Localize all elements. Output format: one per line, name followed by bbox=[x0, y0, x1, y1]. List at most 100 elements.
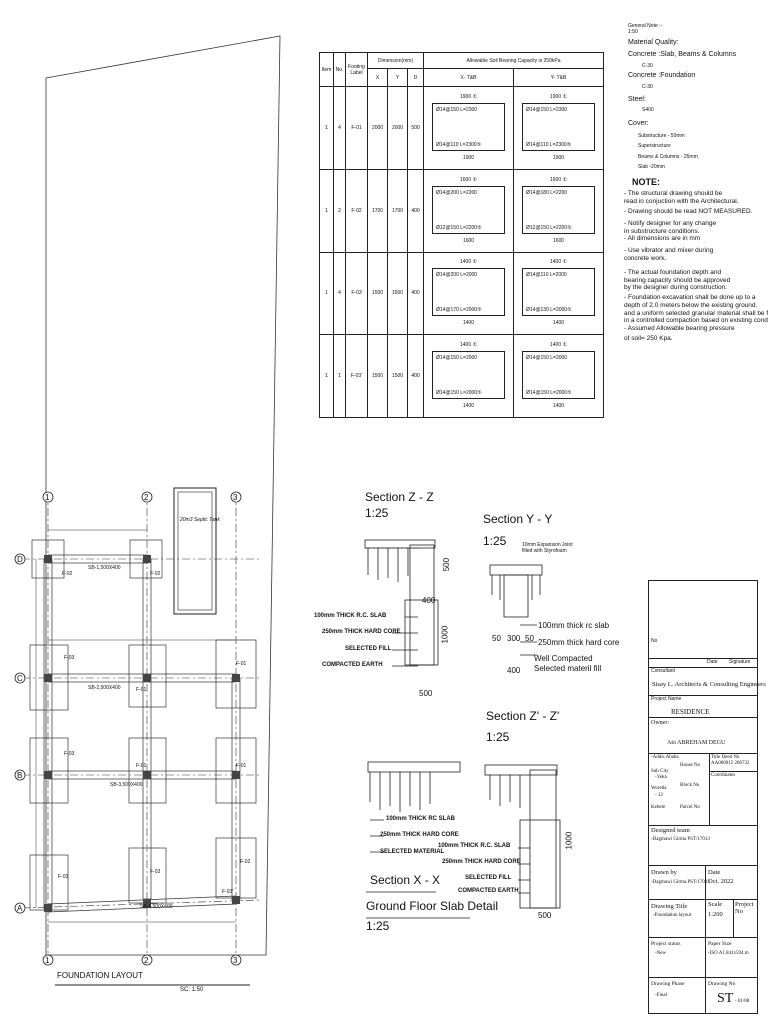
grid-col-label: 1 bbox=[45, 493, 50, 502]
bar-top-label: 1900 ① bbox=[460, 93, 477, 100]
cell-y: 2000 bbox=[387, 86, 408, 170]
note-line: - Notify designer for any change bbox=[624, 219, 717, 227]
section-zpz-title: Section Z' - Z' bbox=[486, 709, 560, 723]
scale-label: Scale bbox=[708, 901, 723, 908]
note-line: in a controlled compaction based on exis… bbox=[624, 317, 768, 325]
drawing-title-value: -Foundation layout bbox=[653, 913, 692, 918]
header-x-tb: X- T&B bbox=[423, 68, 514, 87]
cell-y: 1700 bbox=[387, 168, 408, 253]
designed-by-label: Designed team bbox=[651, 827, 690, 834]
cell-item: 1 bbox=[319, 168, 334, 253]
header-footing-label: Footing Label bbox=[345, 52, 368, 87]
layer-label: COMPACTED EARTH bbox=[322, 662, 383, 668]
title-deed-value: AA000015 206732 bbox=[711, 761, 750, 766]
table-row: 1 2 F-02 1700 1700 400 1600 ① Ø14@200 L=… bbox=[319, 168, 605, 253]
section-yy-scale: 1:25 bbox=[483, 534, 507, 548]
note-line: - Foundation excavation shall be done up… bbox=[624, 294, 756, 302]
dimension-label: 300 bbox=[507, 634, 521, 643]
bar-label-1: Ø14@150 L=2000 bbox=[436, 355, 478, 362]
drawing-phase-value: -Final bbox=[655, 993, 667, 998]
table-row: 1 1 F-03' 1500 1500 400 1400 ① Ø14@150 L… bbox=[319, 334, 605, 418]
section-zz-scale: 1:25 bbox=[365, 506, 389, 520]
cell-label: F-01 bbox=[345, 86, 368, 170]
bar-bottom-label: 1400 bbox=[552, 320, 565, 327]
bar-top-label: 1400 ① bbox=[460, 342, 477, 349]
cell-x: 1700 bbox=[367, 168, 388, 253]
drawing-title-label: Drawing Title bbox=[651, 903, 688, 910]
footing-label: F-02 bbox=[240, 859, 251, 865]
cover-superstructure: Superstructure bbox=[638, 142, 671, 149]
plan-scale: SC: 1:50 bbox=[180, 987, 204, 993]
cell-x-detail: 1400 ① Ø14@200 L=2000 Ø14@170 L=2000⑤ 14… bbox=[423, 251, 514, 336]
general-notes: General Note :- 1:50 Material Quality: C… bbox=[624, 23, 768, 343]
note-line: - Drawing should be read NOT MEASURED. bbox=[624, 207, 753, 215]
layer-label: Selected materil fill bbox=[534, 664, 602, 673]
general-note-scale: 1:50 bbox=[628, 28, 638, 35]
grid-row-label: D bbox=[17, 555, 23, 564]
cell-no: 1 bbox=[333, 334, 346, 418]
layer-label: 250mm THICK HARD CORE bbox=[322, 629, 401, 635]
cell-x: 2000 bbox=[367, 86, 388, 170]
grid-col-label: 2 bbox=[144, 956, 149, 965]
cell-d: 400 bbox=[407, 168, 424, 253]
footing-label: F-01 bbox=[236, 763, 247, 769]
dimension-label: 50 bbox=[492, 634, 501, 643]
bar-bottom-label: 1400 bbox=[462, 320, 475, 327]
note-line: depth of 2.0 meters below the existing g… bbox=[624, 301, 758, 309]
note-line: and a uniform selected granular material… bbox=[624, 309, 768, 317]
footing-label: F-03 bbox=[58, 874, 69, 880]
drawing-phase-label: Drawing Phase bbox=[651, 981, 685, 987]
cell-no: 4 bbox=[333, 86, 346, 170]
bar-label-1: Ø14@200 L=2000 bbox=[436, 272, 478, 279]
layer-label: 100mm THICK RC SLAB bbox=[386, 816, 456, 822]
table-row: 1 4 F-03 1500 1500 400 1400 ① Ø14@200 L=… bbox=[319, 251, 605, 336]
drawn-by-label: Drawn by bbox=[651, 869, 677, 876]
bar-label-2: Ø14@110 L=2300⑤ bbox=[526, 141, 572, 148]
cell-label: F-03' bbox=[345, 334, 368, 418]
note-line: - The structural drawing should be bbox=[624, 190, 723, 198]
scale-value: 1:200 bbox=[708, 911, 723, 918]
cell-d: 400 bbox=[407, 334, 424, 418]
septic-tank-label: 20m3 Septic Tank bbox=[180, 517, 220, 523]
cell-x-detail: 1900 ① Ø14@150 L=2300 Ø14@110 L=2300⑤ 19… bbox=[423, 86, 514, 170]
bar-top-label: 1600 ① bbox=[550, 176, 567, 183]
layer-label: SELECTED MATERIAL bbox=[380, 849, 445, 855]
cell-x-detail: 1600 ① Ø14@200 L=2200 Ø12@150 L=2200⑤ 16… bbox=[423, 168, 514, 253]
header-y-tb: Y- T&B bbox=[512, 68, 605, 87]
material-quality: Material Quality: bbox=[628, 38, 679, 46]
title-deed-label: Title Deed No bbox=[711, 755, 740, 760]
cell-d: 400 bbox=[407, 251, 424, 336]
header-no: No. bbox=[333, 52, 346, 87]
cell-y: 1500 bbox=[387, 251, 408, 336]
concrete-slab: Concrete :Slab, Beams & Columns bbox=[628, 50, 737, 58]
layer-label: 100mm THICK R.C. SLAB bbox=[438, 843, 511, 849]
cell-x-detail: 1400 ① Ø14@150 L=2000 Ø14@150 L=2000⑤ 14… bbox=[423, 334, 514, 418]
project-status-label: Project status bbox=[651, 941, 681, 947]
bar-label-1: Ø14@110 L=2000 bbox=[526, 272, 567, 279]
cell-no: 2 bbox=[333, 168, 346, 253]
dimension-label: 400 bbox=[507, 666, 521, 675]
bar-label-2: Ø14@110 L=2300⑤ bbox=[436, 141, 482, 148]
owner-label: Owner: bbox=[651, 720, 669, 726]
bar-bottom-label: 1600 bbox=[462, 237, 475, 244]
bar-label-1: Ø14@180 L=2200 bbox=[526, 189, 568, 196]
bar-top-label: 1400 ① bbox=[550, 259, 567, 266]
project-name-label: Project Name bbox=[651, 696, 682, 702]
coordinates-label: Coordinates bbox=[711, 773, 736, 778]
layer-label: 250mm THICK HARD CORE bbox=[380, 832, 459, 838]
paper-size-value: -ISO A1 841x594 m bbox=[708, 951, 749, 956]
note-line: - Assumed Allowable bearing pressure bbox=[624, 325, 735, 333]
section-xx-scale: 1:25 bbox=[366, 919, 390, 933]
section-zpz-scale: 1:25 bbox=[486, 730, 510, 744]
note-line: of soil= 250 Kpa. bbox=[624, 335, 673, 343]
rev-date-label: Date bbox=[707, 659, 718, 665]
kebele-label: Kebele bbox=[651, 805, 666, 810]
subcity-label: Sub City bbox=[651, 769, 669, 774]
bar-top-label: 1400 ① bbox=[460, 259, 477, 266]
drawing-no-value: ST bbox=[717, 991, 734, 1006]
date-value: Oct. 2022 bbox=[708, 878, 734, 885]
cell-label: F-02 bbox=[345, 168, 368, 253]
grid-col-label: 3 bbox=[233, 493, 238, 502]
bar-label-2: Ø14@170 L=2000⑤ bbox=[436, 307, 482, 314]
bar-label-1: Ø14@150 L=2300 bbox=[526, 106, 568, 113]
